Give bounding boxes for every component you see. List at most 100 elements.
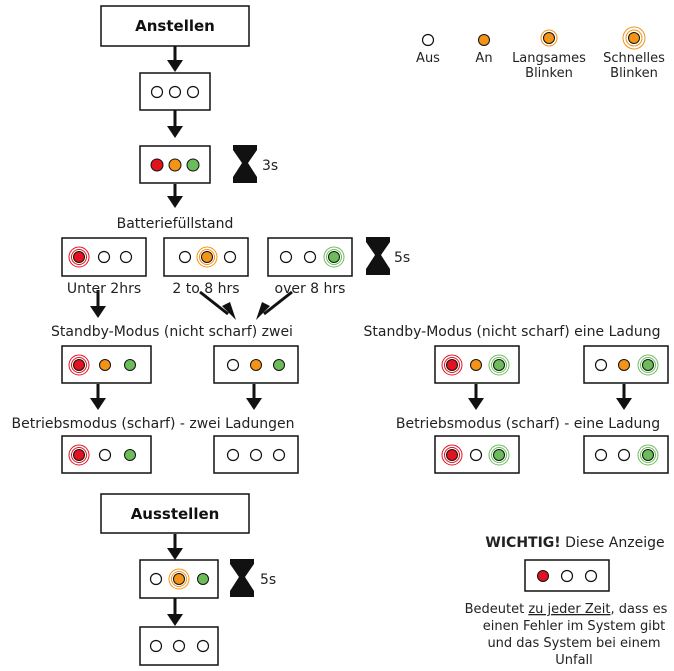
power-off-button-frame: [100, 493, 250, 534]
led-orange-fast-blink: [201, 251, 213, 263]
led-green-on: [186, 158, 200, 172]
power-off-label: Ausstellen: [131, 505, 220, 523]
blink-ring-outer: [168, 568, 190, 590]
led-off: [97, 250, 111, 264]
led-orange-on: [99, 359, 111, 371]
led-panel-standby-one-right: [583, 345, 669, 384]
legend-slow-label-line2: Blinken: [525, 66, 573, 81]
led-off: [594, 448, 608, 462]
arrow-down: [468, 384, 484, 410]
led-red-fast-blink: [73, 359, 85, 371]
blink-ring-outer: [637, 444, 659, 466]
arrow-down: [167, 598, 183, 626]
led-orange-on: [250, 359, 262, 371]
led-green-on: [197, 573, 209, 585]
led-off: [119, 250, 133, 264]
blink-ring-inner: [640, 447, 656, 463]
led-off: [178, 250, 192, 264]
led-panel-standby-two-left: [61, 345, 152, 384]
legend-slow-swatch: [543, 32, 555, 44]
timer-3s: 3s: [262, 158, 278, 174]
arrow-down: [167, 110, 183, 138]
battery-mid-label: 2 to 8 hrs: [172, 281, 239, 297]
arrow-down: [167, 184, 183, 208]
important-keyword: WICHTIG!: [485, 535, 560, 551]
led-green-fast-blink: [493, 359, 505, 371]
led-red-fast-blink: [446, 449, 458, 461]
timer-5s-battery: 5s: [394, 250, 410, 266]
legend-fast-ring-outer: [622, 26, 646, 50]
note-line2: einen Fehler im System gibt: [483, 619, 666, 634]
led-off: [617, 448, 631, 462]
blink-ring-inner: [71, 357, 87, 373]
led-off: [172, 639, 186, 653]
note-line1-pre: Bedeutet: [465, 602, 529, 617]
battery-level-label: Batteriefüllstand: [117, 216, 234, 232]
led-panel-all-off: [139, 72, 211, 111]
blink-ring-inner: [71, 447, 87, 463]
led-green-on: [124, 449, 136, 461]
blink-ring-inner: [444, 357, 460, 373]
led-orange-fast-blink: [173, 573, 185, 585]
led-off: [226, 448, 240, 462]
hourglass-icon: [366, 237, 390, 275]
blink-ring-outer: [196, 246, 218, 268]
led-panel-all-on: [139, 145, 211, 184]
led-panel-operate-two-right: [213, 435, 299, 474]
power-on-button[interactable]: Anstellen: [100, 5, 250, 47]
blink-ring-outer: [441, 354, 463, 376]
legend-fast-ring-inner: [625, 29, 643, 47]
led-panel-final-off: [139, 626, 219, 666]
led-green-on: [273, 359, 285, 371]
blink-ring-inner: [444, 447, 460, 463]
led-panel-standby-two-right: [213, 345, 299, 384]
led-green-on: [124, 359, 136, 371]
timer-5s-shutdown: 5s: [260, 572, 276, 588]
legend-fast-label-line2: Blinken: [610, 66, 658, 81]
legend-fast-swatch: [628, 32, 640, 44]
led-red-on: [537, 570, 549, 582]
blink-ring-outer: [441, 444, 463, 466]
blink-ring-outer: [68, 246, 90, 268]
led-red-fast-blink: [446, 359, 458, 371]
led-off: [226, 358, 240, 372]
led-off: [469, 448, 483, 462]
led-off: [98, 448, 112, 462]
led-orange-on: [618, 359, 630, 371]
blink-ring-inner: [491, 447, 507, 463]
note-line3: und das System bei einem: [487, 636, 660, 651]
led-off: [186, 85, 200, 99]
blink-ring-outer: [488, 354, 510, 376]
led-panel-operate-one-right: [583, 435, 669, 474]
arrow-down: [616, 384, 632, 410]
led-off: [560, 569, 574, 583]
blink-ring-inner: [640, 357, 656, 373]
blink-ring-outer: [637, 354, 659, 376]
legend-off-label: Aus: [416, 51, 440, 66]
led-off: [249, 448, 263, 462]
power-off-button[interactable]: Ausstellen: [100, 493, 250, 534]
operate-two-label: Betriebsmodus (scharf) - zwei Ladungen: [12, 416, 295, 432]
flow-arrows: [90, 46, 632, 626]
power-on-label: Anstellen: [135, 17, 215, 35]
led-orange-on: [168, 158, 182, 172]
led-off: [584, 569, 598, 583]
standby-one-label: Standby-Modus (nicht scharf) eine Ladung: [364, 324, 661, 340]
arrow-down: [167, 534, 183, 560]
blink-ring-outer: [488, 444, 510, 466]
led-red-fast-blink: [73, 251, 85, 263]
led-off: [594, 358, 608, 372]
blink-ring-inner: [199, 249, 215, 265]
led-panel-operate-two-left: [61, 435, 152, 474]
legend-on-label: An: [475, 51, 492, 66]
led-off: [149, 639, 163, 653]
led-panel-operate-one-left: [434, 435, 520, 474]
important-note: WICHTIG! Diese Anzeige Bedeutet zu jeder…: [465, 535, 668, 668]
led-orange-on: [470, 359, 482, 371]
important-heading-rest: Diese Anzeige: [561, 535, 665, 551]
led-green-fast-blink: [493, 449, 505, 461]
led-off: [150, 85, 164, 99]
led-off: [196, 639, 210, 653]
blink-ring-outer: [323, 246, 345, 268]
led-off: [168, 85, 182, 99]
